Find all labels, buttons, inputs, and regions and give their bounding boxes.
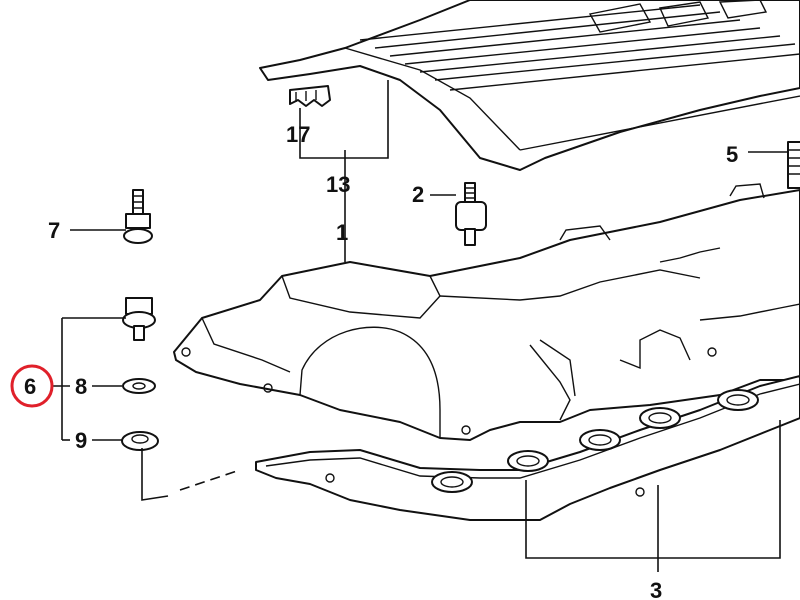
- stud-part-5: [787, 141, 800, 189]
- callout-17: 17: [286, 122, 310, 147]
- callout-3: 3: [650, 578, 662, 600]
- callout-6-highlight-circle: [10, 364, 54, 408]
- callout-1: 1: [336, 220, 348, 245]
- gasket-part-3: [255, 375, 800, 521]
- callout-13: 13: [326, 172, 350, 197]
- leader-lines: [52, 80, 788, 572]
- callout-8: 8: [75, 374, 87, 399]
- washer-part-8: [122, 378, 156, 394]
- nut-part-6: [122, 297, 156, 341]
- bolt-part-7: [123, 189, 153, 244]
- callout-2: 2: [412, 182, 424, 207]
- callout-5: 5: [726, 142, 738, 167]
- valve-cover-part-1: [173, 183, 800, 441]
- callout-9: 9: [75, 428, 87, 453]
- bushing-part-9: [121, 431, 159, 451]
- grommet-part: [289, 85, 331, 107]
- callout-labels: 1 2 3 5 6 7 8 9 13 17: [24, 122, 738, 600]
- engine-cover-trim: [259, 0, 800, 171]
- callout-6: 6: [24, 374, 36, 399]
- rubber-mount-part-2: [455, 182, 487, 246]
- callout-7: 7: [48, 218, 60, 243]
